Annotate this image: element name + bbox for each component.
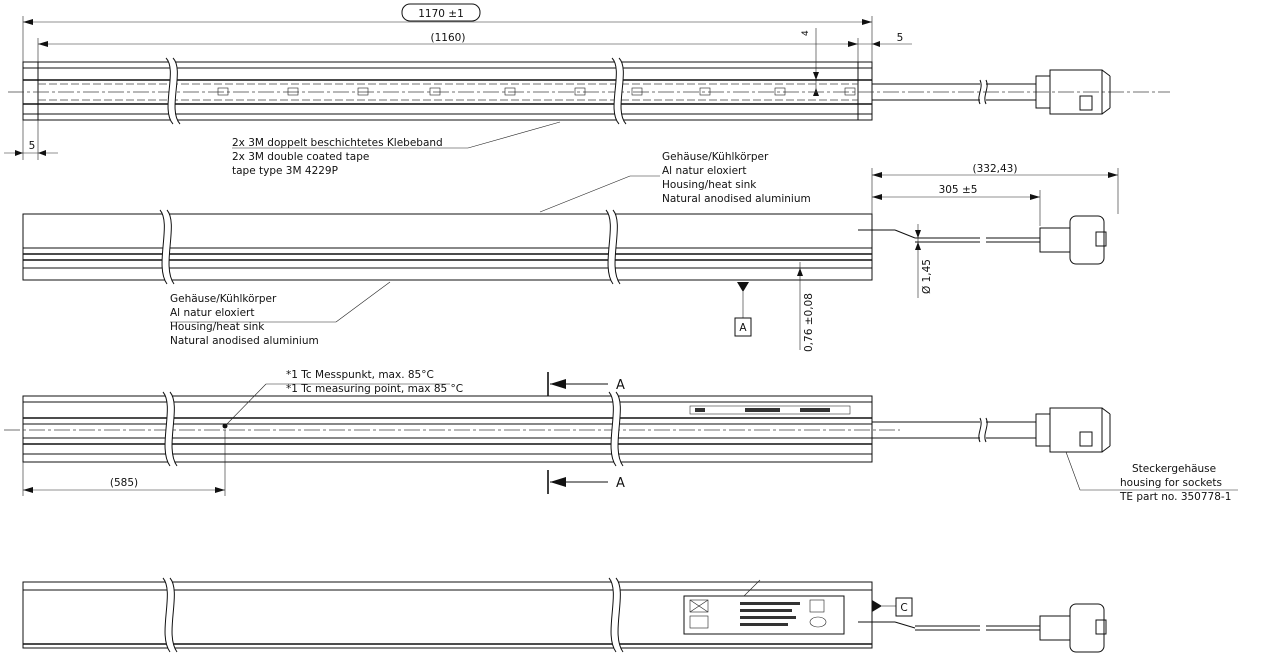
housing-top-label-finish-de: Al natur eloxiert: [662, 165, 746, 177]
profile-offset-label: 4: [801, 30, 811, 36]
connector-label-de: Steckergehäuse: [1132, 463, 1216, 475]
thickness-label: 0,76 ±0,08: [803, 293, 815, 352]
cable-diameter-label: Ø 1,45: [921, 259, 933, 294]
section-marker-top: A: [616, 378, 625, 393]
housing-bottom-label-en: Housing/heat sink: [170, 321, 265, 333]
view-bottom: C: [22, 577, 1107, 653]
view-label-side: A A *1 Tc Messpunkt, max. 85°C *1 Tc mea…: [4, 369, 1238, 503]
overall-length-frame: [401, 3, 481, 22]
housing-bottom-label-finish-de: Al natur eloxiert: [170, 307, 254, 319]
overall-length-label: 1170 ±1: [418, 8, 464, 20]
housing-top-label-finish-en: Natural anodised aluminium: [662, 193, 811, 205]
tape-label-type: tape type 3M 4229P: [232, 165, 338, 177]
tc-point-label-de: *1 Tc Messpunkt, max. 85°C: [286, 369, 434, 381]
cable-total-label: (332,43): [973, 163, 1018, 175]
section-marker-bottom: A: [616, 476, 625, 491]
connector-part-number: TE part no. 350778-1: [1119, 491, 1231, 503]
view-top: 1170 ±1 (1160) 5 4: [4, 3, 1170, 177]
housing-bottom-label-finish-en: Natural anodised aluminium: [170, 335, 319, 347]
led-markers: [217, 87, 856, 96]
inner-length-label: (1160): [431, 32, 466, 44]
view-side: (332,43) 305 ±5 Ø 1,45 0,76 ±0,08 A Gehä…: [22, 151, 1119, 352]
tape-label-en: 2x 3M double coated tape: [232, 151, 369, 163]
housing-top-label-en: Housing/heat sink: [662, 179, 757, 191]
datum-a-label: A: [739, 322, 747, 334]
connector-label-en: housing for sockets: [1120, 477, 1222, 489]
product-label: [683, 579, 845, 635]
housing-bottom-label-de: Gehäuse/Kühlkörper: [170, 293, 277, 305]
end-offset-right-label: 5: [897, 32, 904, 44]
tc-point-label-en: *1 Tc measuring point, max 85 °C: [286, 383, 463, 395]
tc-position-label: (585): [110, 477, 138, 489]
housing-top-label-de: Gehäuse/Kühlkörper: [662, 151, 769, 163]
cable-length-label: 305 ±5: [939, 184, 978, 196]
end-offset-left-label: 5: [29, 140, 36, 152]
datum-c-label: C: [900, 602, 907, 614]
tape-label-de: 2x 3M doppelt beschichtetes Klebeband: [232, 137, 443, 149]
